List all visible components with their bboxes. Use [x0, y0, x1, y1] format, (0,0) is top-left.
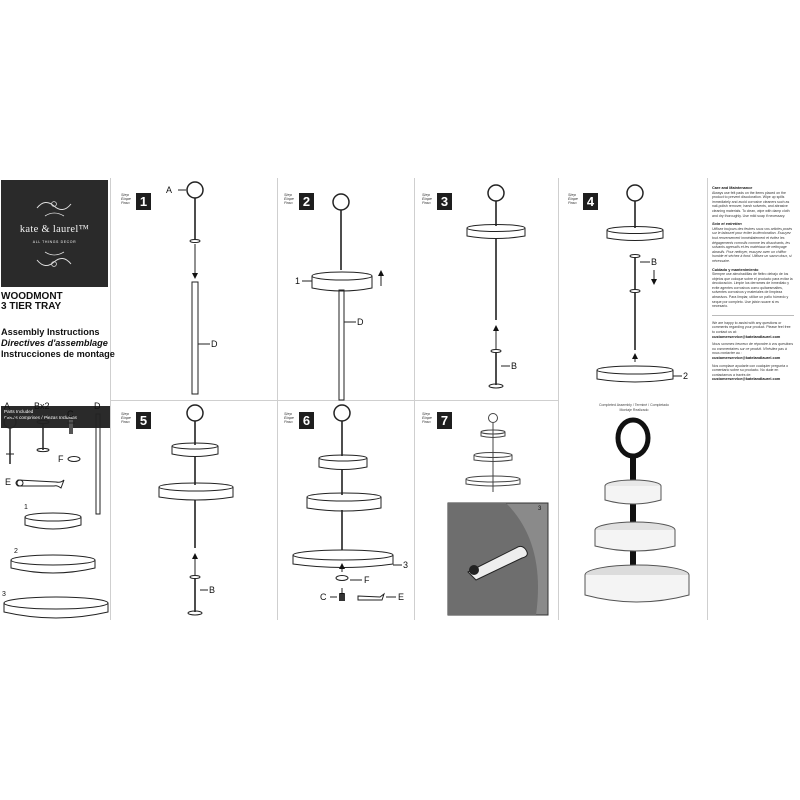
title-line: WOODMONT — [1, 291, 63, 302]
care-section: Care and Maintenance Always use felt pad… — [712, 186, 794, 382]
instructions-heading: Assembly Instructions Directives d'assem… — [1, 327, 115, 360]
care-body-fr: Utilisez toujours des feutres sous vos a… — [712, 226, 793, 263]
care-title-fr: Soin et entretien — [712, 222, 742, 227]
diagram-label: 2 — [683, 371, 689, 381]
product-title: WOODMONT 3 TIER TRAY — [1, 292, 63, 312]
step-number: 5 — [136, 412, 151, 429]
diagram-label: D — [357, 317, 364, 327]
divider — [110, 178, 111, 620]
part-label: C — [67, 409, 74, 419]
parts-header-alt: Pièces comprises / Piezas Incluidas — [4, 415, 78, 420]
diagram-label: 3 — [538, 506, 542, 512]
completed-caption: Completed Assembly / Terminé / Completad… — [599, 403, 669, 412]
step-number: 7 — [437, 412, 452, 429]
diagram-label: C — [320, 592, 327, 602]
flourish-icon — [36, 201, 72, 267]
title-line: 3 TIER TRAY — [1, 301, 62, 312]
diagram-label: B — [209, 585, 216, 595]
instructions-es: Instrucciones de montage — [1, 349, 115, 359]
contact-email[interactable]: customerservice@katelandlaurel.com — [712, 377, 781, 382]
divider — [277, 178, 278, 620]
care-title-en: Care and Maintenance — [712, 186, 753, 190]
part-label: 1 — [24, 504, 28, 511]
parts-header-en: Parts Included — [4, 409, 34, 414]
step-number: 3 — [437, 193, 452, 210]
part-label: F — [58, 454, 64, 464]
step-number: 4 — [583, 193, 598, 210]
divider — [414, 178, 415, 620]
diagram-label: B — [651, 257, 658, 267]
diagram-label: A — [166, 185, 173, 195]
brand-name: kate & laurel™ — [19, 224, 90, 235]
part-label: Bx2 — [34, 401, 50, 411]
contact-email[interactable]: customerservice@katelandlaurel.com — [712, 334, 781, 339]
contact-email[interactable]: customerservice@katelandlaurel.com — [712, 356, 781, 360]
step-number: 2 — [299, 193, 314, 210]
contact-en: We are happy to assist with any question… — [712, 320, 791, 335]
contact-fr: Nous sommes heureux de répondre à vos qu… — [712, 342, 794, 356]
contact-es: Nos complace ayudarle con cualquier preg… — [712, 363, 789, 377]
parts-header: Parts Included Pièces comprises / Piezas… — [1, 406, 110, 428]
part-label: A — [4, 401, 11, 411]
instructions-fr: Directives d'assemblage — [1, 338, 108, 348]
step-number: 6 — [299, 412, 314, 429]
care-title-es: Cuidado y mantenimiento — [712, 267, 759, 272]
care-body-en: Always use felt pads on the items placed… — [712, 190, 790, 218]
diagram-label: 1 — [295, 276, 301, 286]
diagram-label: 3 — [403, 560, 409, 570]
care-body-es: Siempre use almohadillas de fieltro deba… — [712, 272, 793, 309]
brand-logo: kate & laurel™ ALL THINGS DECOR — [1, 180, 108, 287]
diagram-label: B — [511, 361, 518, 371]
diagram-label: D — [211, 339, 218, 349]
diagram-label: E — [398, 592, 405, 602]
step-number: 1 — [136, 193, 151, 210]
instructions-en: Assembly Instructions — [1, 327, 100, 337]
part-label: 2 — [14, 548, 18, 555]
divider — [558, 178, 559, 620]
part-label: D — [94, 401, 101, 411]
part-label: E — [5, 477, 12, 487]
parts-drawing — [3, 413, 109, 619]
diagram-label: F — [364, 575, 370, 585]
divider — [110, 400, 558, 401]
divider — [707, 178, 708, 620]
brand-tagline: ALL THINGS DECOR — [32, 240, 77, 244]
part-label: 3 — [2, 591, 6, 598]
